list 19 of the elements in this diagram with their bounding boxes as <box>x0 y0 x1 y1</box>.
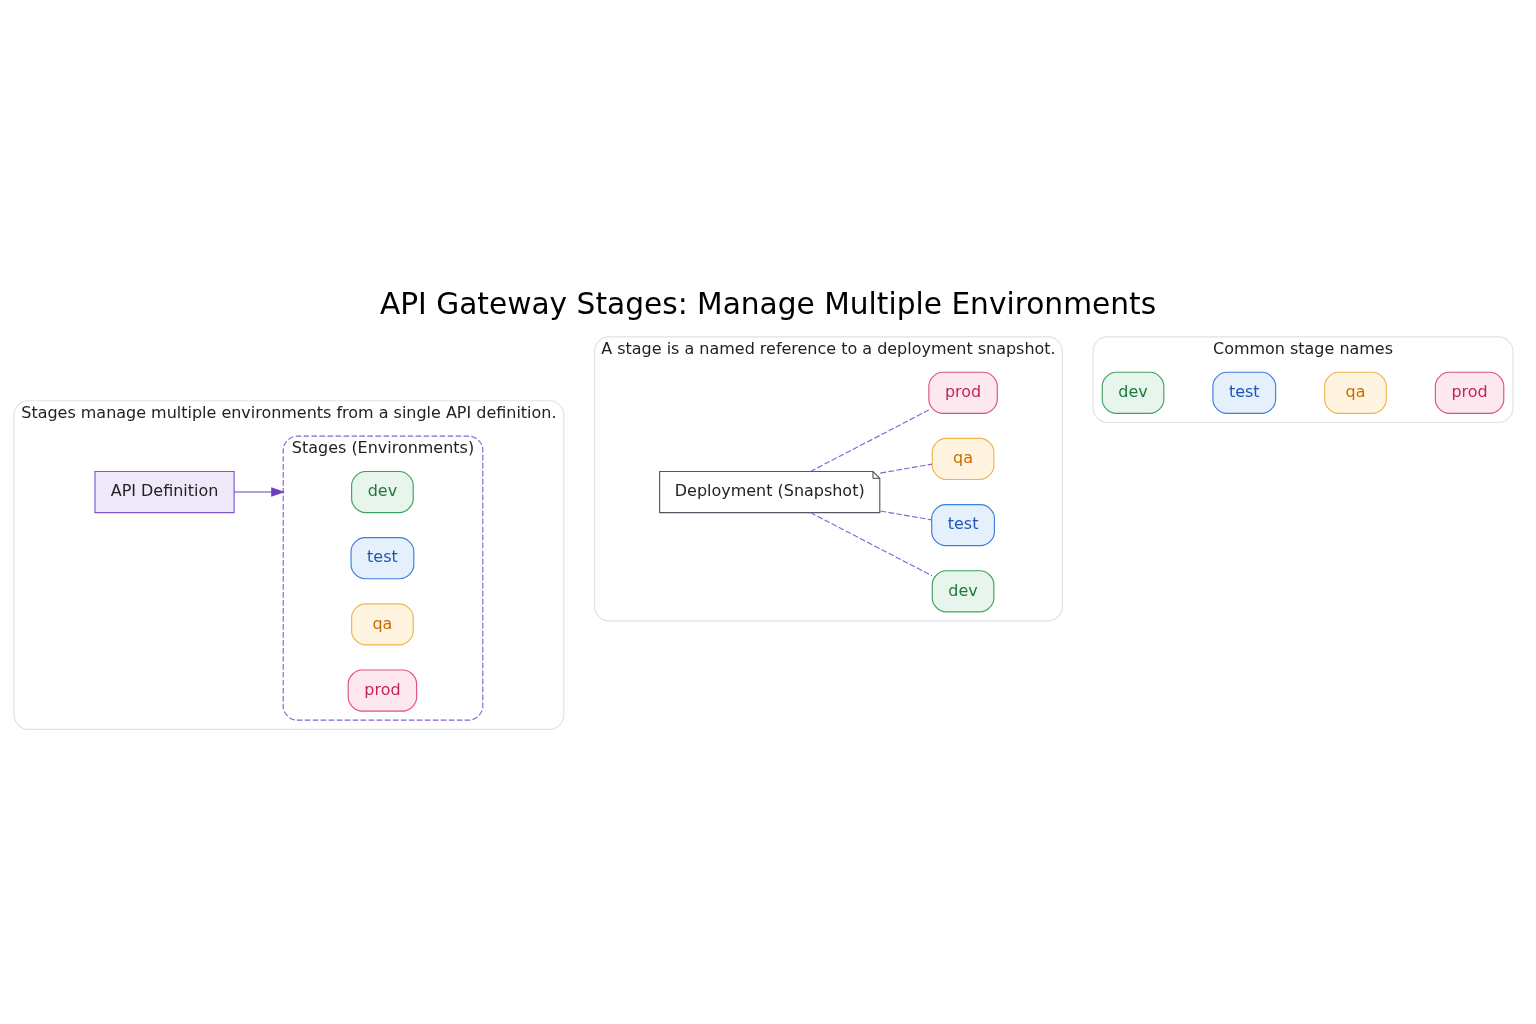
node-box: qa <box>931 437 995 481</box>
connector <box>879 510 933 521</box>
node-box: dev <box>351 470 414 514</box>
node-box: prod <box>928 371 998 414</box>
node-box: dev <box>931 570 995 613</box>
node-box: test <box>350 537 415 580</box>
node-box: qa <box>1324 371 1387 414</box>
node-box: prod <box>1434 371 1505 414</box>
node-box: test <box>1212 371 1277 414</box>
connector <box>809 409 930 473</box>
node-box: test <box>931 504 995 547</box>
connector <box>809 512 933 577</box>
arrow <box>233 487 285 497</box>
node-box: prod <box>347 669 418 712</box>
connector <box>879 463 933 474</box>
node-box: qa <box>351 603 414 646</box>
diagram-title: API Gateway Stages: Manage Multiple Environments <box>379 285 1157 321</box>
node-box: dev <box>1101 371 1165 414</box>
node-box: API Definition <box>94 470 235 514</box>
